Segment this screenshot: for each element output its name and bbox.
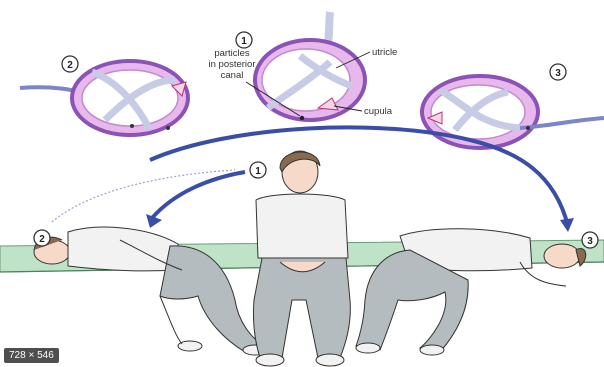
step-number-figure-2: 2	[39, 234, 45, 245]
label-particles-line1: particles	[214, 48, 250, 59]
label-cupula: cupula	[364, 106, 393, 117]
step-number-canal-2: 2	[67, 60, 73, 71]
image-size-badge: 728 × 546	[4, 348, 59, 363]
label-particles-line2: in posterior	[209, 59, 256, 70]
patient-figure-1	[253, 151, 350, 366]
canal-diagram-1	[255, 12, 365, 120]
step-number-canal-3: 3	[555, 68, 561, 79]
step-number-figure-3: 3	[587, 236, 593, 247]
canal-diagram-2	[20, 61, 188, 135]
step-number-figure-1: 1	[255, 166, 261, 177]
label-utricle: utricle	[372, 47, 397, 58]
label-particles-line3: canal	[221, 70, 244, 81]
step-number-canal-1: 1	[241, 36, 247, 47]
